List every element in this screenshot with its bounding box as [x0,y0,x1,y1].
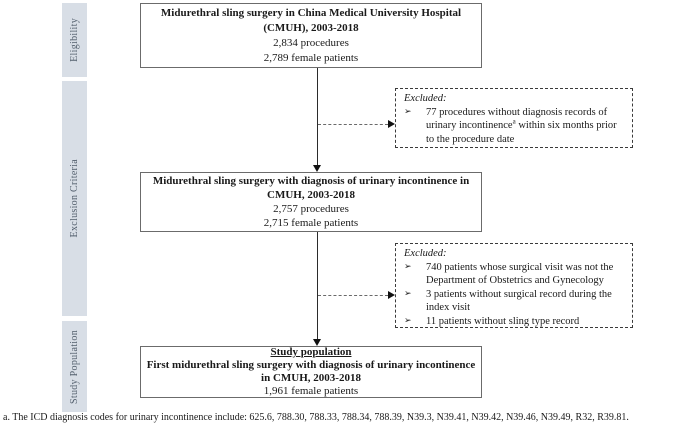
excluded-box-2-item: ➢ 11 patients without sling type record [404,315,627,329]
connector-line-1 [317,68,318,165]
excluded-box-1-item: ➢ 77 procedures without diagnosis record… [404,106,627,147]
sidebar-section-study-population: Study Population [62,321,87,412]
eligibility-box: Midurethral sling surgery in China Medic… [140,3,482,68]
study-population-box-title-line2: in CMUH, 2003-2018 [261,372,361,384]
study-population-box-title-line1: First midurethral sling surgery with dia… [146,359,476,371]
excluded-box-1-item-text: 77 procedures without diagnosis records … [426,106,627,147]
excluded-box-1: Excluded: ➢ 77 procedures without diagno… [395,88,633,148]
arrow-down-icon [313,165,321,172]
excluded-box-1-item-text-pre: 77 procedures without diagnosis records … [426,106,608,132]
study-population-box-heading: Study population [270,346,352,358]
arrow-right-icon [388,291,395,299]
arrowhead-bullet-icon: ➢ [404,315,412,326]
study-population-box-patients: 1,961 female patients [263,385,359,397]
excluded-box-2-item-text: 740 patients whose surgical visit was no… [426,261,614,287]
eligibility-box-procedures: 2,834 procedures [273,36,349,49]
excluded-box-1-item-text-post: within six months prior to the procedure… [426,120,617,145]
diagnosis-box: Midurethral sling surgery with diagnosis… [140,172,482,232]
eligibility-box-title-line2: (CMUH), 2003-2018 [263,21,359,34]
eligibility-box-patients: 2,789 female patients [263,51,359,64]
sidebar-section-exclusion-criteria: Exclusion Criteria [62,81,87,316]
sidebar-section-eligibility: Eligibility [62,3,87,77]
arrow-right-icon [388,120,395,128]
diagnosis-box-patients: 2,715 female patients [263,217,359,229]
footnote-marker: a [512,117,516,126]
excluded-box-2-heading: Excluded: [404,248,447,259]
excluded-box-2-item: ➢ 3 patients without surgical record dur… [404,288,627,315]
excluded-box-2-item-text: 11 patients without sling type record [426,315,580,327]
excluded-box-2: Excluded: ➢ 740 patients whose surgical … [395,243,633,328]
sidebar-label-eligibility: Eligibility [69,18,80,62]
excluded-box-2-item: ➢ 740 patients whose surgical visit was … [404,261,627,288]
sidebar-label-exclusion-criteria: Exclusion Criteria [69,159,80,238]
study-population-box: Study population First midurethral sling… [140,346,482,398]
arrow-down-icon [313,339,321,346]
excluded-box-1-heading: Excluded: [404,93,447,104]
sidebar-label-study-population: Study Population [69,329,80,404]
eligibility-box-title-line1: Midurethral sling surgery in China Medic… [160,6,462,19]
excluded-branch-line-2 [318,295,388,296]
excluded-branch-line-1 [318,124,388,125]
connector-line-2 [317,232,318,339]
arrowhead-bullet-icon: ➢ [404,106,412,117]
diagnosis-box-title-line2: CMUH, 2003-2018 [267,189,355,201]
excluded-box-2-item-text: 3 patients without surgical record durin… [426,288,612,314]
footnote: a. The ICD diagnosis codes for urinary i… [3,412,629,423]
diagnosis-box-title-line1: Midurethral sling surgery with diagnosis… [152,175,470,187]
diagnosis-box-procedures: 2,757 procedures [273,203,349,215]
arrowhead-bullet-icon: ➢ [404,261,412,272]
arrowhead-bullet-icon: ➢ [404,288,412,299]
